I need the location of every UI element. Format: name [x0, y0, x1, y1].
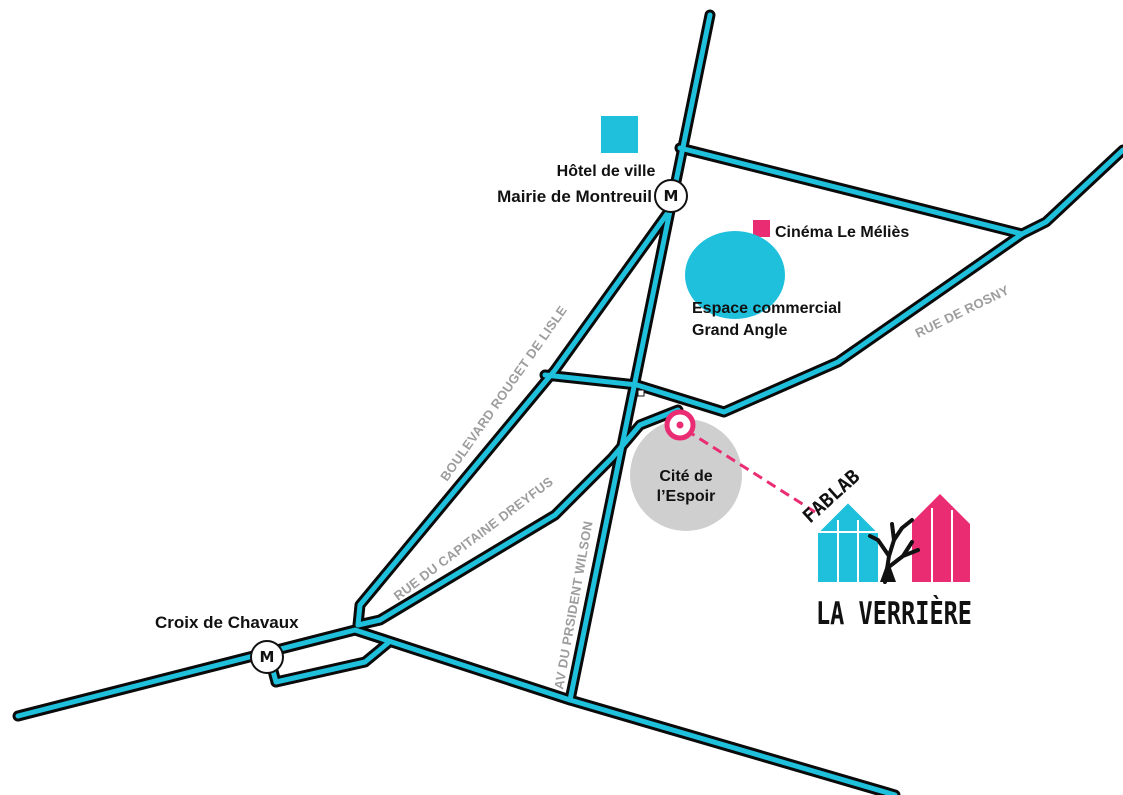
svg-text:M: M [664, 187, 679, 205]
logo-name-text: LA VERRIÈRE [816, 596, 972, 632]
svg-text:M: M [260, 648, 275, 666]
hotel-de-ville-square [601, 116, 638, 153]
fablab-la-verriere-logo: FABLAB LA VERRIÈRE [799, 465, 972, 632]
junction-marker [637, 389, 645, 397]
hotel-de-ville-label: Hôtel de ville [557, 163, 656, 180]
road-borders [12, 9, 1123, 795]
espace-commercial-shape [685, 231, 785, 319]
street-boulevard-rouget-de-lisle: BOULEVARD ROUGET DE LISLE [437, 303, 570, 484]
metro-croix-icon[interactable]: M [250, 640, 284, 674]
metro-mairie-icon[interactable]: M [654, 179, 688, 213]
croix-de-chavaux-label: Croix de Chavaux [155, 613, 299, 632]
tree-icon [868, 518, 920, 584]
road-avenue-wilson [567, 12, 713, 703]
fablab-link-line [685, 428, 816, 514]
road-south [15, 627, 898, 795]
roads [15, 12, 1123, 795]
road-croix-loop [273, 640, 391, 685]
mairie-label: Mairie de Montreuil [497, 187, 652, 206]
cinema-label: Cinéma Le Méliès [775, 224, 909, 241]
espace-commercial-label-2: Grand Angle [692, 322, 788, 339]
street-rue-de-rosny: RUE DE ROSNY [913, 282, 1012, 340]
cite-espoir-label-2: l’Espoir [657, 488, 716, 505]
cite-espoir-label-1: Cité de [659, 468, 712, 485]
cinema-square [753, 220, 770, 237]
road-boulevard-rouget-de-lisle [355, 211, 670, 628]
road-rue-capitaine-dreyfus [355, 407, 681, 628]
fablab-location-pin-icon[interactable] [664, 409, 696, 441]
road-north-east [677, 145, 1025, 237]
road-rue-de-rosny [542, 147, 1123, 415]
espace-commercial-label-1: Espace commercial [692, 300, 841, 317]
